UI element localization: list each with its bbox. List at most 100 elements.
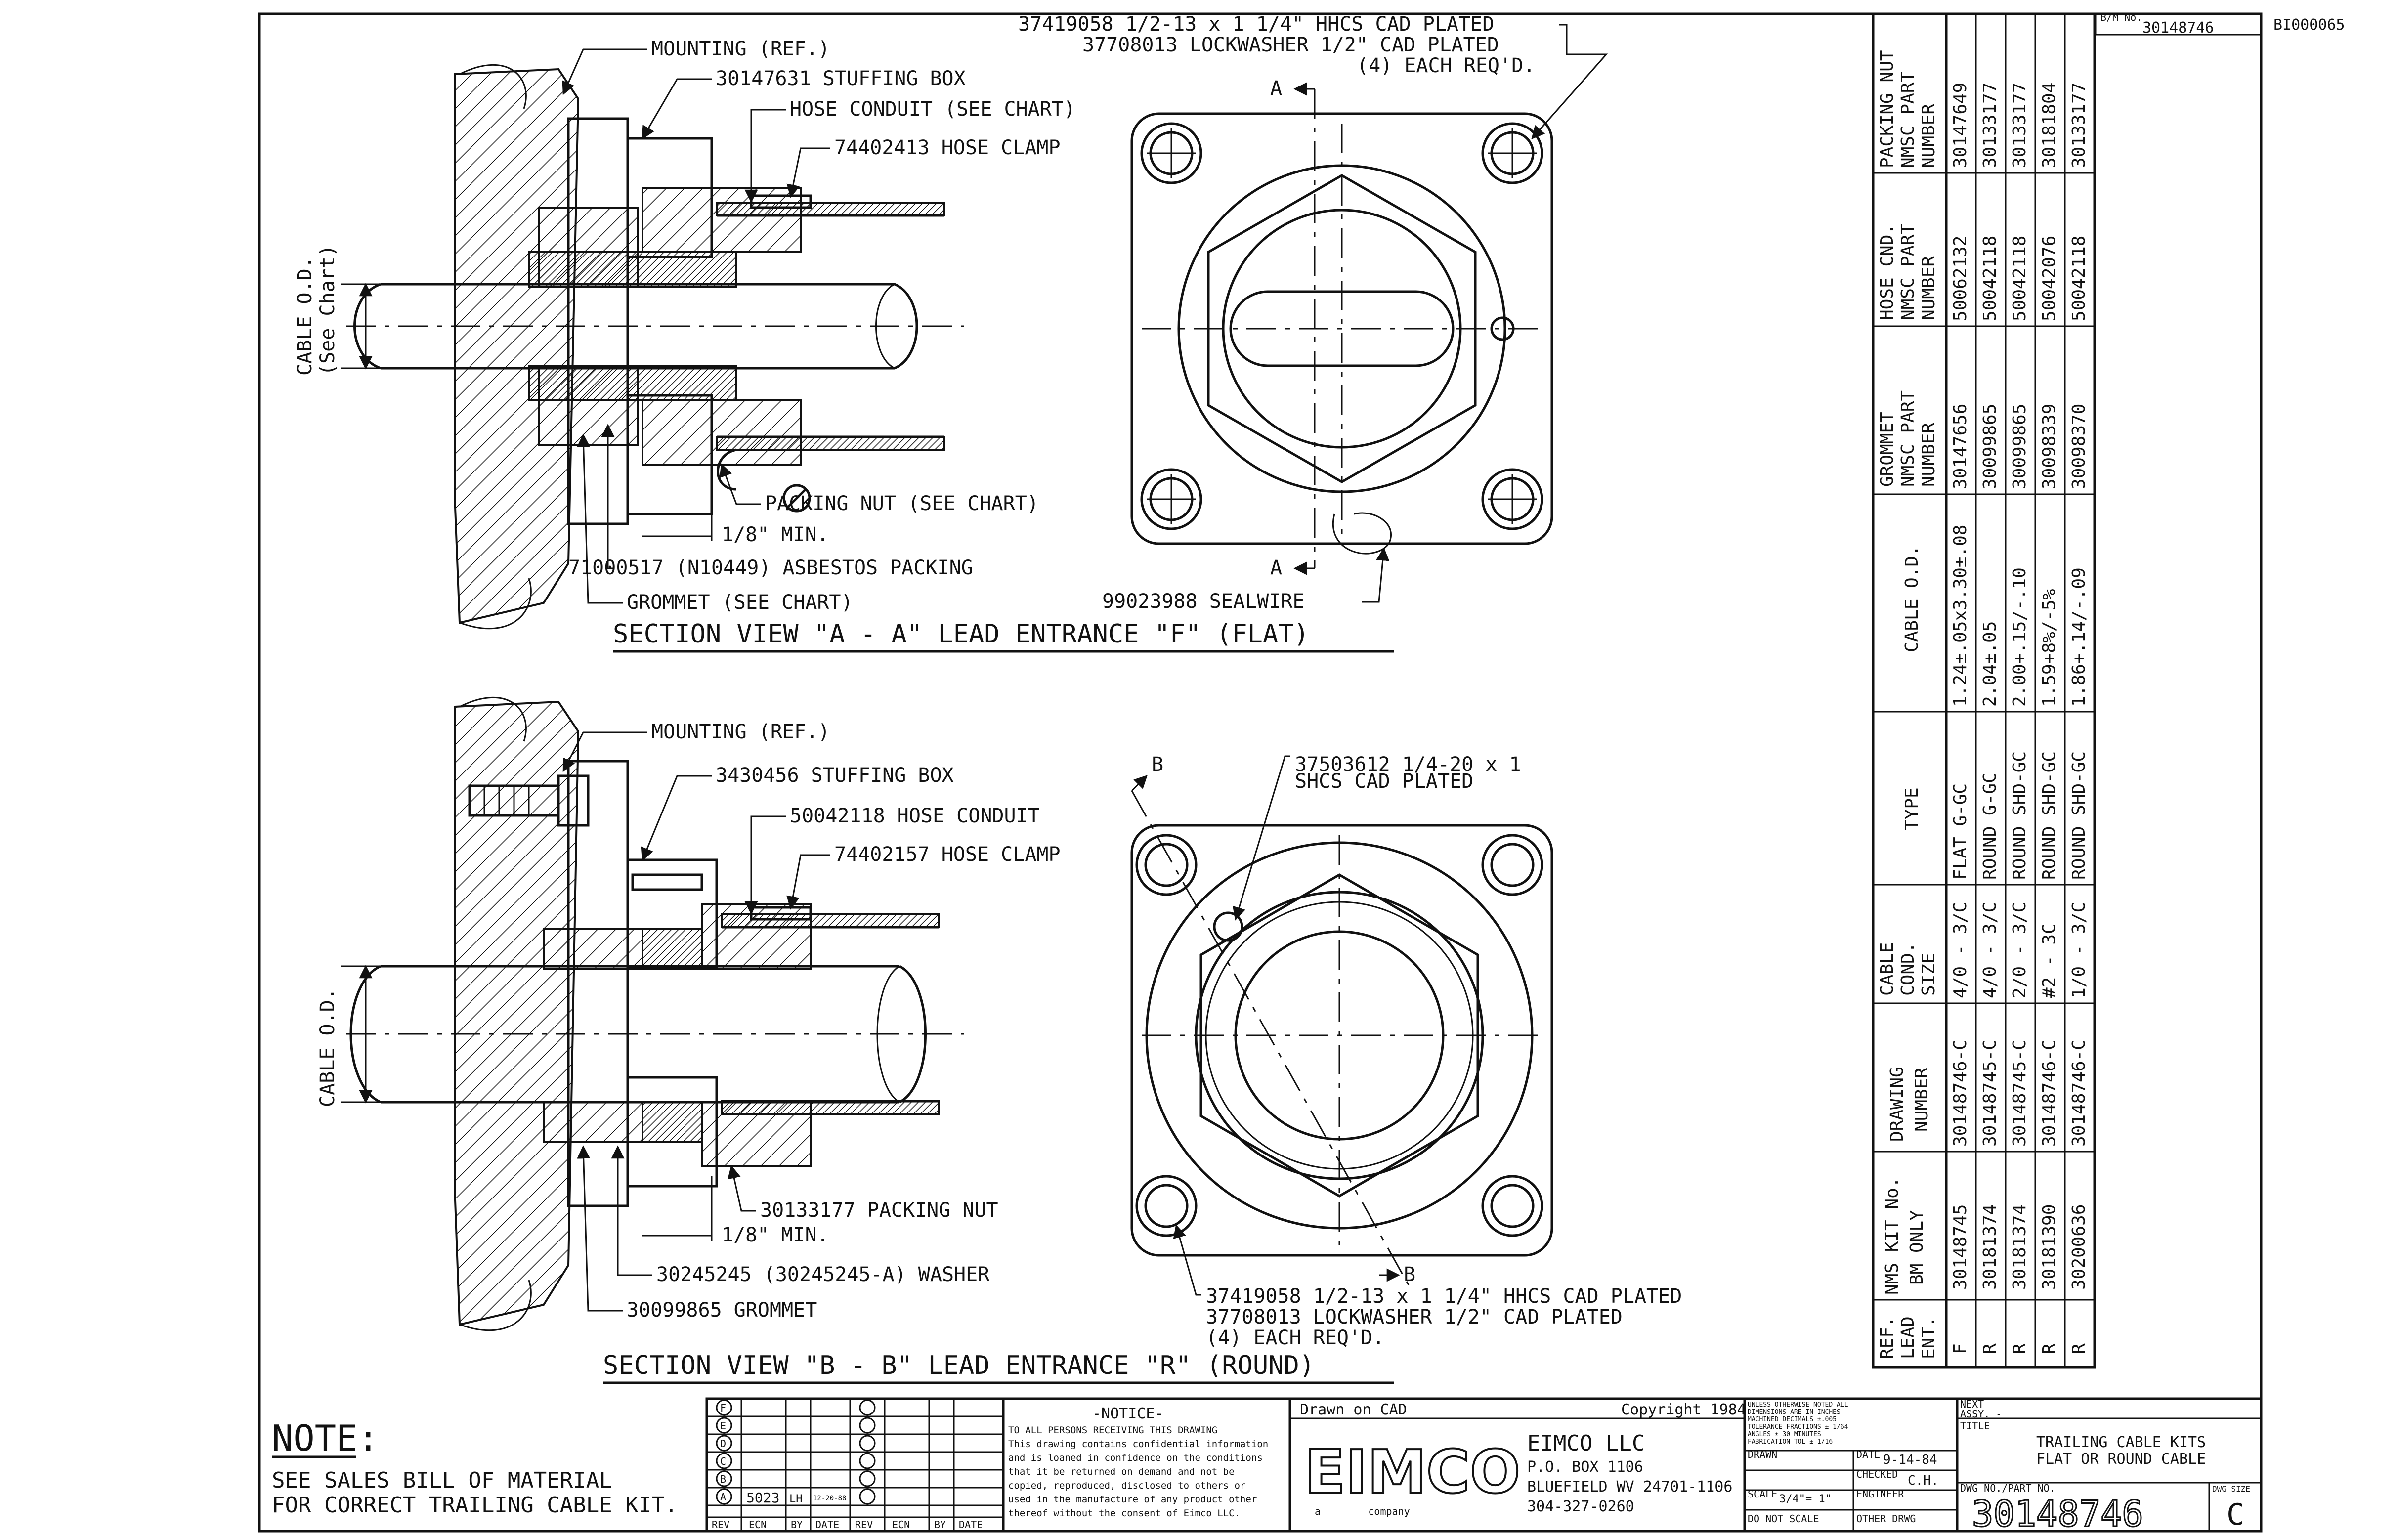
rev-letter: D: [720, 1438, 726, 1450]
packing-nut-top-a: [642, 187, 802, 253]
hose-conduit-b: [721, 913, 940, 928]
rev-letter-circle-2: [859, 1399, 876, 1416]
chart-cell: FLAT G-GC: [1950, 783, 1970, 880]
rev-letter-circle-2: [859, 1417, 876, 1434]
hdr-kit-1: NMS KIT No.: [1882, 1177, 1902, 1295]
tb-date-label: DATE: [1856, 1449, 1880, 1460]
drawn-on-cad: Drawn on CAD: [1300, 1401, 1407, 1418]
flange-plate-b: [1130, 824, 1553, 1257]
section-b-callouts: MOUNTING (REF.) 3430456 STUFFING BOX 500…: [316, 721, 1394, 1384]
cut-marker-b-bottom: B: [1404, 1263, 1415, 1286]
rev-header: DATE: [959, 1519, 983, 1531]
chart-cell: ROUND SHD-GC: [2010, 751, 2030, 880]
chart-cell: 30181804: [2039, 83, 2059, 168]
flange-plate-a: [1130, 112, 1553, 545]
tb-drawn-label: DRAWN: [1748, 1449, 1777, 1460]
chart-cell: 2/0 - 3/C: [2010, 902, 2030, 998]
a-min-gap-label: 1/8" MIN.: [722, 523, 829, 546]
notice-line: used in the manufacture of any product o…: [1008, 1494, 1257, 1505]
cut-marker-a-bottom: A: [1270, 556, 1282, 579]
tb-date-value: 9-14-84: [1883, 1453, 1937, 1467]
bolt-hole-a1: [1140, 122, 1202, 184]
hdr-size-1: CABLE: [1877, 942, 1897, 996]
bolt-hole-a4: [1481, 468, 1543, 530]
b-hose-clamp-label: 74402157 HOSE CLAMP: [834, 843, 1061, 866]
b-min-gap-label: 1/8" MIN.: [722, 1224, 829, 1246]
hdr-hose-1: HOSE CND.: [1877, 224, 1897, 320]
hdr-ref-3: ENT.: [1919, 1316, 1939, 1359]
rev-letter-circle-2: [859, 1453, 876, 1469]
eimco-logo: EIMCO: [1305, 1438, 1520, 1507]
bolt-hole-a3: [1140, 468, 1202, 530]
section-b-side-view: [341, 696, 964, 1331]
hdr-ref-1: REF.: [1877, 1316, 1897, 1359]
chart-cell: R: [2039, 1343, 2059, 1354]
chart-cell: 30098370: [2069, 404, 2089, 489]
chart-cell: 30133177: [2010, 83, 2030, 168]
tb-checked-label: CHECKED: [1856, 1468, 1898, 1480]
chart-cell: F: [1950, 1343, 1970, 1354]
company-addr-2: BLUEFIELD WV 24701-1106: [1527, 1478, 1732, 1496]
b-bolt-label-3: (4) EACH REQ'D.: [1206, 1326, 1384, 1349]
cut-marker-b-top: B: [1152, 753, 1163, 776]
rev-letter-circle: [716, 1470, 732, 1487]
notice-heading: -NOTICE-: [1092, 1405, 1164, 1422]
rev-letter: E: [720, 1420, 726, 1432]
chart-cell: 30181374: [2010, 1204, 2030, 1290]
rev-letter: A: [720, 1491, 726, 1503]
hdr-nut-3: NUMBER: [1919, 104, 1939, 168]
chart-cell: 1/0 - 3/C: [2069, 902, 2089, 998]
notice-line: that it be returned on demand and not be: [1008, 1466, 1235, 1477]
bolt-hole-b4: [1481, 1175, 1543, 1237]
tb-dwg-number: 30148746: [1972, 1493, 2143, 1535]
rev-header: BY: [791, 1519, 803, 1531]
chart-cell: R: [2010, 1343, 2030, 1354]
chart-cell: 1.59+8%/-5%: [2039, 589, 2059, 707]
notice-line: copied, reproduced, disclosed to others …: [1008, 1480, 1245, 1491]
b-hose-conduit-label: 50042118 HOSE CONDUIT: [790, 805, 1040, 827]
rev-letter: F: [720, 1402, 726, 1414]
chart-cell: 30133177: [2069, 83, 2089, 168]
notice-line: and is loaned in confidence on the condi…: [1008, 1453, 1263, 1463]
b-bolt-label-2: 37708013 LOCKWASHER 1/2" CAD PLATED: [1206, 1306, 1623, 1328]
rev-header: BY: [934, 1519, 946, 1531]
chart-cell: 1.86+.14/-.09: [2069, 567, 2089, 707]
tb-scale-value: 3/4"= 1": [1779, 1493, 1832, 1505]
section-a-title: SECTION VIEW "A - A" LEAD ENTRANCE "F" (…: [613, 619, 1309, 649]
a-bolt-label-2: 37708013 LOCKWASHER 1/2" CAD PLATED: [1082, 34, 1499, 56]
a-stuffing-box-label: 30147631 STUFFING BOX: [716, 67, 966, 90]
tolerance-line: TOLERANCE FRACTIONS ± 1/64: [1748, 1423, 1848, 1431]
a-hose-conduit-label: HOSE CONDUIT (SEE CHART): [790, 98, 1075, 121]
stuffing-box-flange-b: [567, 760, 629, 1207]
tolerance-line: UNLESS OTHERWISE NOTED ALL: [1748, 1401, 1848, 1409]
grommet-top-b: [543, 928, 643, 970]
a-hose-clamp-label: 74402413 HOSE CLAMP: [834, 136, 1061, 159]
note-line-2: FOR CORRECT TRAILING CABLE KIT.: [272, 1493, 678, 1518]
a-asbestos-label: 71000517 (N10449) ASBESTOS PACKING: [568, 556, 973, 579]
rev-letter-circle: [716, 1417, 732, 1434]
b-cable-od-label: CABLE O.D.: [316, 988, 339, 1107]
cut-marker-a-top: A: [1270, 77, 1282, 100]
note-heading: NOTE:: [272, 1417, 379, 1459]
hdr-nut-1: PACKING NUT: [1877, 50, 1897, 168]
rev-letter-circle: [716, 1453, 732, 1469]
packing-nut-bottom-a: [642, 399, 802, 466]
kit-chart: [1872, 12, 2096, 1369]
tb-next-value: ASSY. -: [1960, 1408, 2002, 1420]
section-b-front-callouts: 37503612 1/4-20 x 1 SHCS CAD PLATED 3741…: [1173, 753, 1682, 1349]
rev-letter-circle: [716, 1399, 732, 1416]
notice-block: -NOTICE- TO ALL PERSONS RECEIVING THIS D…: [1002, 1397, 1291, 1533]
tb-size-value: C: [2227, 1497, 2244, 1532]
a-grommet-label: GROMMET (SEE CHART): [627, 591, 853, 614]
b-washer-label: 30245245 (30245245-A) WASHER: [656, 1263, 990, 1286]
hdr-hose-2: NMSC PART: [1898, 224, 1918, 320]
chart-cell: 30148746-C: [2069, 1039, 2089, 1147]
chart-cell: 30148746-C: [2039, 1039, 2059, 1147]
a-packing-nut-label: PACKING NUT (SEE CHART): [765, 492, 1039, 515]
tolerance-line: ANGLES ± 30 MINUTES: [1748, 1431, 1821, 1438]
section-a-front-view: A A: [1130, 77, 1553, 579]
rev-header: REV: [712, 1519, 729, 1531]
chart-cell: 30099865: [1980, 404, 2000, 489]
notice-line: thereof without the consent of Eimco LLC…: [1008, 1508, 1240, 1519]
